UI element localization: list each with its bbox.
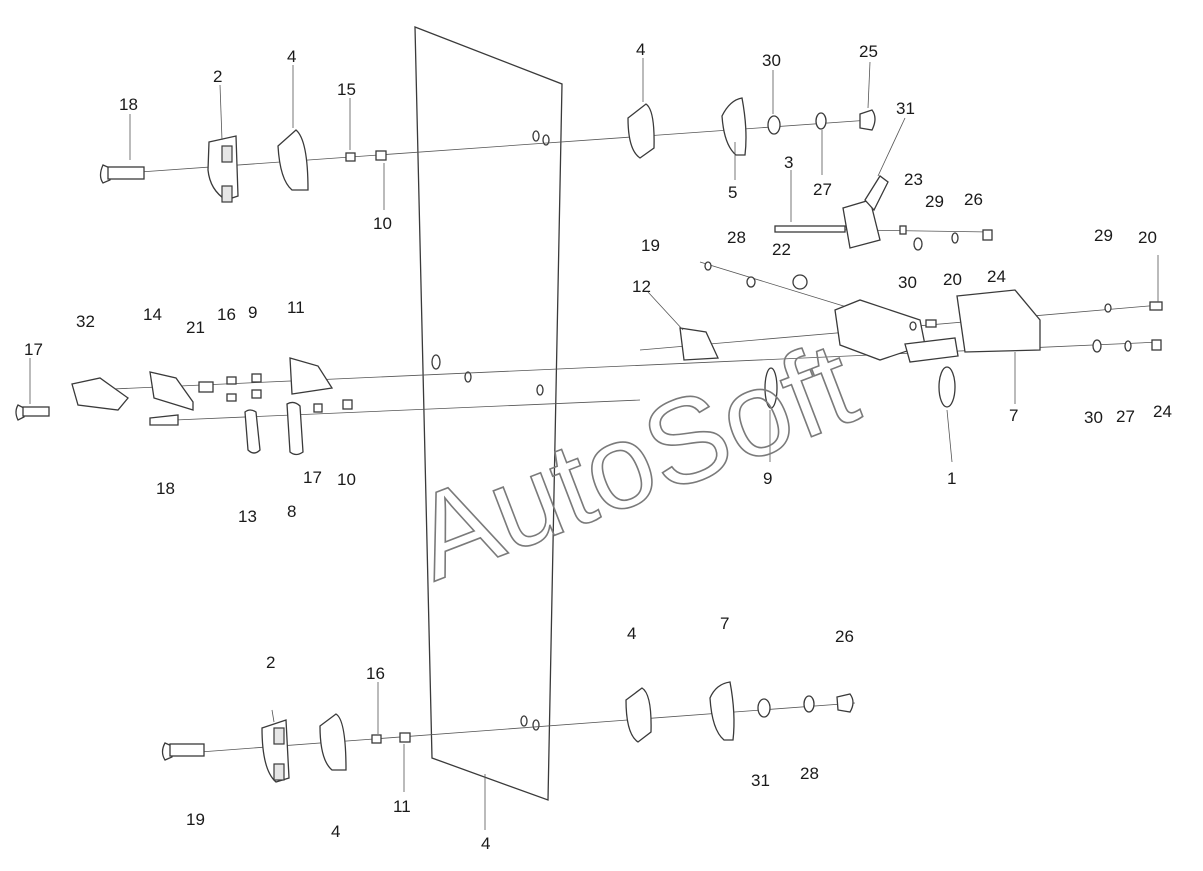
part-label: 7 — [1009, 406, 1018, 425]
part-label: 7 — [720, 614, 729, 633]
part-label: 27 — [813, 180, 832, 199]
part-label: 3 — [784, 153, 793, 172]
bottom-hinge-group — [161, 681, 854, 783]
assembly-axes — [89, 119, 1161, 753]
part-label: 10 — [337, 470, 356, 489]
part-label: 1 — [947, 469, 956, 488]
leader-lines — [29, 58, 1159, 830]
part-label: 31 — [751, 771, 770, 790]
part-label: 30 — [1084, 408, 1103, 427]
part-label: 17 — [24, 340, 43, 359]
part-label: 2 — [266, 653, 275, 672]
part-label: 22 — [772, 240, 791, 259]
part-label: 15 — [337, 80, 356, 99]
part-label: 26 — [964, 190, 983, 209]
part-label: 9 — [763, 469, 772, 488]
part-label: 27 — [1116, 407, 1135, 426]
part-label: 23 — [904, 170, 923, 189]
part-label: 20 — [943, 270, 962, 289]
part-label: 30 — [898, 273, 917, 292]
part-label: 9 — [248, 303, 257, 322]
top-hinge-group — [99, 97, 876, 203]
left-mechanism-group — [15, 327, 778, 456]
part-label: 24 — [987, 267, 1006, 286]
part-label: 19 — [186, 810, 205, 829]
part-label: 31 — [896, 99, 915, 118]
part-label: 29 — [1094, 226, 1113, 245]
part-label: 20 — [1138, 228, 1157, 247]
part-label: 28 — [800, 764, 819, 783]
part-label: 4 — [636, 40, 645, 59]
part-label: 18 — [119, 95, 138, 114]
part-label: 26 — [835, 627, 854, 646]
part-label: 8 — [287, 502, 296, 521]
part-label: 25 — [859, 42, 878, 61]
part-number-labels: 1 2 2 3 4 4 4 4 4 5 7 7 8 9 9 10 10 11 1… — [24, 40, 1172, 853]
part-label: 21 — [186, 318, 205, 337]
part-label: 2 — [213, 67, 222, 86]
latch-group — [704, 175, 1163, 408]
panel-holes — [431, 130, 550, 731]
part-label: 4 — [481, 834, 490, 853]
part-label: 24 — [1153, 402, 1172, 421]
part-label: 30 — [762, 51, 781, 70]
glass-panel — [414, 26, 563, 801]
part-label: 14 — [143, 305, 162, 324]
part-label: 5 — [728, 183, 737, 202]
part-label: 28 — [727, 228, 746, 247]
part-label: 12 — [632, 277, 651, 296]
part-label: 16 — [366, 664, 385, 683]
part-label: 18 — [156, 479, 175, 498]
part-label: 19 — [641, 236, 660, 255]
part-label: 17 — [303, 468, 322, 487]
part-label: 10 — [373, 214, 392, 233]
part-label: 13 — [238, 507, 257, 526]
part-label: 11 — [287, 298, 305, 317]
part-label: 4 — [627, 624, 636, 643]
part-label: 4 — [287, 47, 296, 66]
part-label: 4 — [331, 822, 340, 841]
part-label: 16 — [217, 305, 236, 324]
part-label: 32 — [76, 312, 95, 331]
part-label: 29 — [925, 192, 944, 211]
part-label: 11 — [393, 797, 411, 816]
